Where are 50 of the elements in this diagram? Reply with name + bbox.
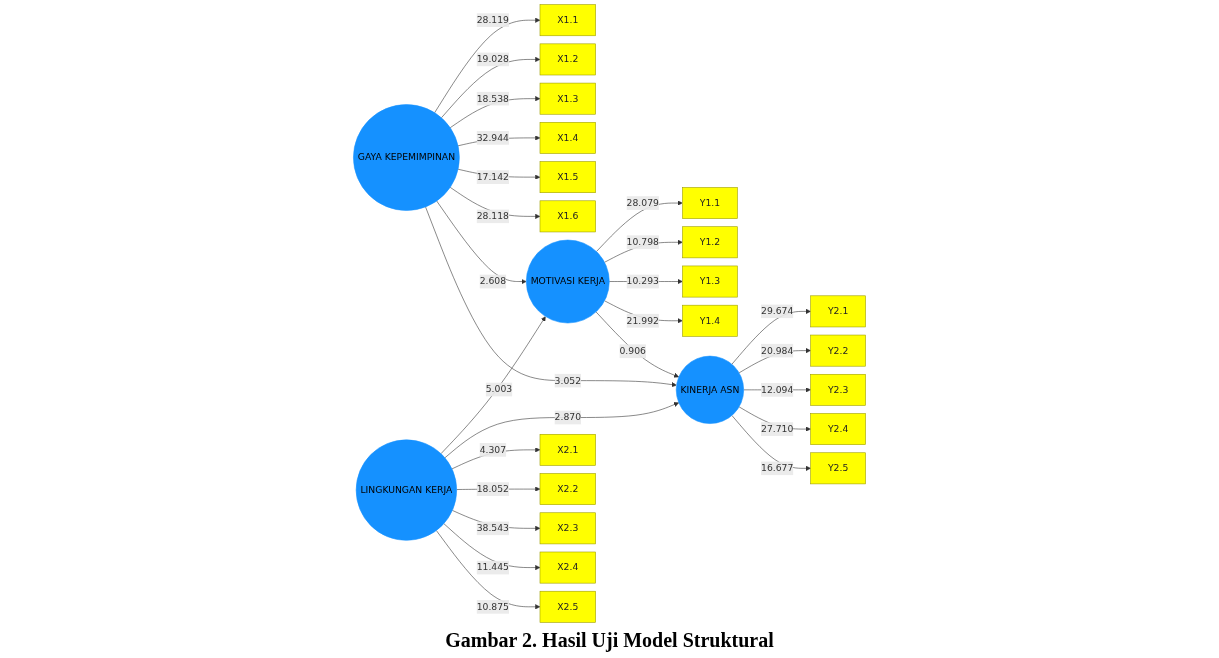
edge-label: 18.538 bbox=[476, 92, 509, 104]
node-box: X2.3 bbox=[539, 512, 596, 545]
node-box: Y2.3 bbox=[810, 373, 866, 406]
node-box: Y2.1 bbox=[810, 295, 866, 328]
edge-label: 10.875 bbox=[476, 601, 509, 612]
node-box: Y1.1 bbox=[682, 187, 738, 219]
edge-label: 11.445 bbox=[476, 561, 509, 573]
edge-label: 3.052 bbox=[554, 374, 582, 386]
edge-label: 21.992 bbox=[626, 314, 659, 326]
edge-label: 28.119 bbox=[476, 14, 509, 26]
node-circle: LINGKUNGAN KERJA bbox=[355, 439, 457, 541]
edge-label: 27.710 bbox=[761, 423, 794, 435]
node-box: X1.4 bbox=[539, 122, 596, 154]
edge-label: 18.052 bbox=[476, 483, 509, 495]
node-box: X2.5 bbox=[539, 590, 596, 623]
edge-label: 10.798 bbox=[626, 236, 659, 248]
edge-label: 2.870 bbox=[554, 411, 582, 423]
edge-label: 38.543 bbox=[476, 522, 509, 534]
edge-label: 2.608 bbox=[479, 275, 507, 287]
node-box: Y2.4 bbox=[810, 413, 866, 445]
node-box: Y2.2 bbox=[810, 334, 866, 367]
node-circle: GAYA KEPEMIMPINAN bbox=[353, 104, 460, 211]
node-box: X1.5 bbox=[539, 161, 596, 193]
node-box: X1.2 bbox=[539, 43, 596, 76]
edge-label: 16.677 bbox=[761, 462, 794, 474]
node-box: X1.6 bbox=[539, 200, 596, 233]
edge-label: 12.094 bbox=[761, 384, 794, 396]
node-box: Y1.4 bbox=[682, 304, 738, 337]
edge-label: 19.028 bbox=[476, 53, 509, 65]
node-box: X2.4 bbox=[539, 551, 596, 584]
node-box: X1.3 bbox=[539, 82, 596, 115]
edge-label: 0.906 bbox=[619, 345, 646, 357]
figure-caption: Gambar 2. Hasil Uji Model Struktural bbox=[445, 628, 774, 654]
edge-label: 29.674 bbox=[761, 305, 794, 317]
node-circle: MOTIVASI KERJA bbox=[526, 239, 610, 324]
node-box: X2.1 bbox=[539, 434, 596, 466]
node-box: X2.2 bbox=[539, 473, 596, 505]
edge-label: 10.293 bbox=[626, 275, 659, 287]
edge-label: 17.142 bbox=[476, 171, 509, 183]
edge-label: 32.944 bbox=[476, 132, 509, 144]
node-circle: KINERJA ASN bbox=[675, 355, 744, 424]
edge-label: 4.307 bbox=[479, 444, 507, 456]
edge-label: 20.984 bbox=[761, 344, 794, 356]
node-box: X1.1 bbox=[539, 4, 596, 37]
edge-label: 5.003 bbox=[485, 383, 513, 395]
edge-label: 28.079 bbox=[626, 197, 659, 209]
node-box: Y1.2 bbox=[682, 226, 738, 259]
node-box: Y1.3 bbox=[682, 265, 738, 298]
edge-label: 28.118 bbox=[476, 210, 509, 222]
node-box: Y2.5 bbox=[810, 452, 866, 485]
